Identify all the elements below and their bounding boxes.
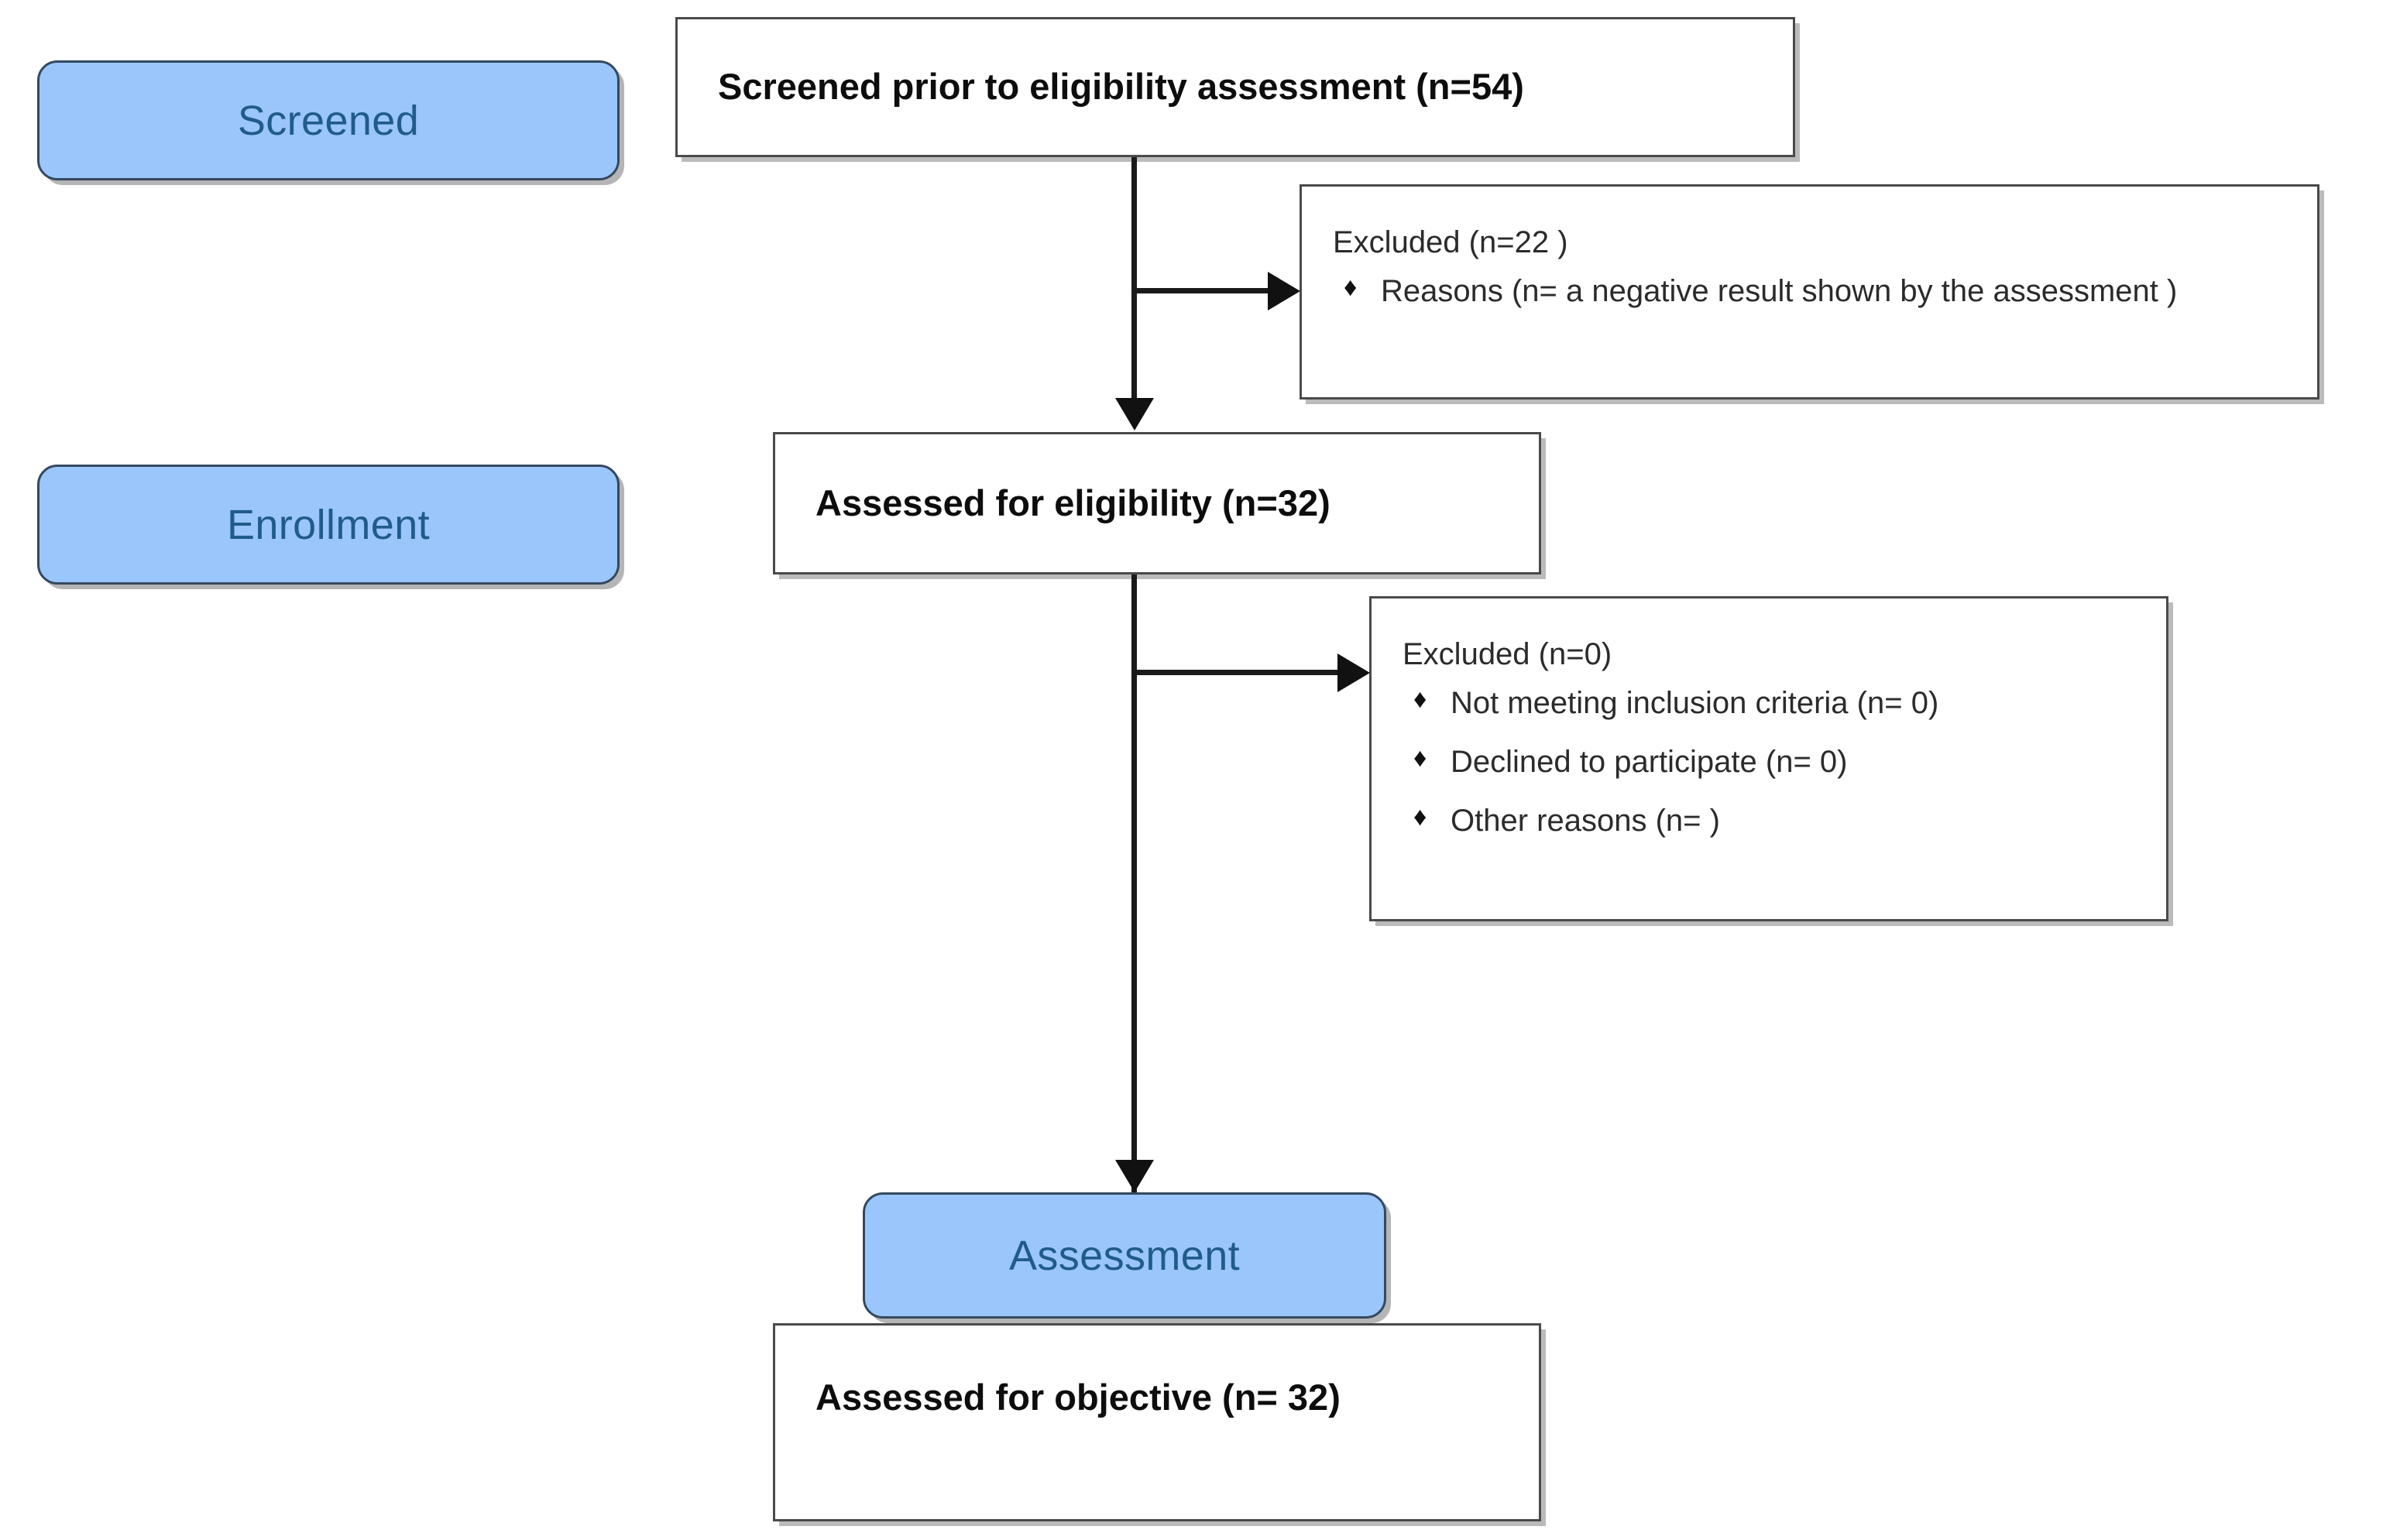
connector-branch-to-excluded-eligibility [1131, 670, 1341, 675]
excluded-screening-box: Excluded (n=22 ) ♦ Reasons (n= a negativ… [1300, 184, 2319, 400]
connector-screened-to-eligibility [1131, 157, 1137, 400]
list-item: ♦ Reasons (n= a negative result shown by… [1333, 272, 2291, 310]
eligibility-box: Assessed for eligibility (n=32) [773, 432, 1541, 574]
connector-branch-to-excluded-screening [1131, 288, 1271, 293]
objective-box-label: Assessed for objective (n= 32) [815, 1377, 1341, 1418]
excluded-eligibility-reason-text: Not meeting inclusion criteria (n= 0) [1451, 686, 1939, 720]
connector-eligibility-to-assessment [1131, 574, 1137, 1194]
excluded-screening-heading: Excluded (n=22 ) [1333, 225, 1568, 259]
list-item: ♦ Declined to participate (n= 0) [1403, 743, 2140, 781]
excluded-eligibility-reason-text: Declined to participate (n= 0) [1451, 745, 1848, 779]
list-item: ♦ Not meeting inclusion criteria (n= 0) [1403, 684, 2140, 722]
excluded-eligibility-box: Excluded (n=0) ♦ Not meeting inclusion c… [1369, 596, 2168, 921]
excluded-eligibility-heading: Excluded (n=0) [1403, 637, 1612, 671]
stage-label-assessment: Assessment [863, 1192, 1386, 1319]
eligibility-box-label: Assessed for eligibility (n=32) [815, 482, 1330, 523]
screened-box: Screened prior to eligibility assessment… [675, 17, 1795, 157]
arrowhead-right-to-excluded-eligibility [1337, 653, 1370, 692]
arrowhead-right-to-excluded-screening [1268, 272, 1300, 310]
excluded-screening-reason-list: ♦ Reasons (n= a negative result shown by… [1333, 272, 2291, 310]
list-item: ♦ Other reasons (n= ) [1403, 801, 2140, 840]
stage-label-screened-text: Screened [237, 97, 420, 144]
stage-label-enrollment-text: Enrollment [226, 501, 431, 548]
diamond-bullet-icon: ♦ [1344, 273, 1358, 302]
diamond-bullet-icon: ♦ [1413, 743, 1427, 773]
excluded-eligibility-reason-text: Other reasons (n= ) [1451, 804, 1720, 838]
excluded-eligibility-reason-list: ♦ Not meeting inclusion criteria (n= 0) … [1403, 684, 2140, 840]
diamond-bullet-icon: ♦ [1413, 802, 1427, 832]
stage-label-assessment-text: Assessment [1008, 1232, 1241, 1279]
diamond-bullet-icon: ♦ [1413, 684, 1427, 714]
screened-box-label: Screened prior to eligibility assessment… [718, 66, 1524, 108]
stage-label-enrollment: Enrollment [37, 465, 620, 585]
arrowhead-down-to-eligibility [1115, 398, 1154, 430]
arrowhead-down-to-assessment [1115, 1160, 1154, 1192]
objective-box: Assessed for objective (n= 32) [773, 1323, 1541, 1521]
stage-label-screened: Screened [37, 60, 620, 180]
excluded-screening-reason-text: Reasons (n= a negative result shown by t… [1381, 274, 2178, 308]
